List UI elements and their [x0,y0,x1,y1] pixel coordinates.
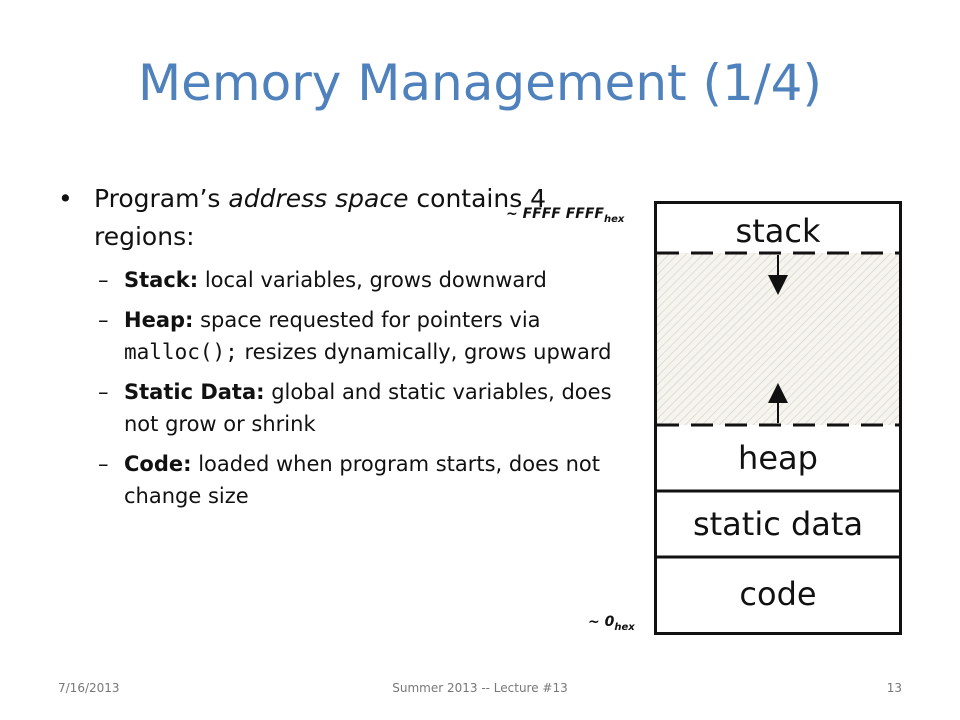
bullet-text-2: contains 4 regions: [94,184,547,251]
heap-label: heap [738,439,818,477]
bullet-text-emphasis: address space [228,184,409,213]
bottom-address-subscript: hex [614,621,635,633]
dash-marker: – [98,268,109,292]
footer-page-number: 13 [886,681,902,695]
sub-bullet-heap: – Heap: space requested for pointers via… [58,304,618,368]
sub-bullet-label: Heap: [124,308,194,332]
dash-marker: – [98,308,109,332]
sub-bullet-text: global and static variables, does not gr… [124,380,612,436]
memory-diagram: stack heap static data code [654,201,902,635]
footer-date: 7/16/2013 [58,681,120,695]
bullet-list: • Program’s address space contains 4 reg… [58,180,618,512]
stack-label: stack [735,212,821,250]
sub-bullet-static-data: – Static Data: global and static variabl… [58,376,618,440]
sub-bullet-stack: – Stack: local variables, grows downward [58,264,618,296]
static-data-label: static data [692,505,864,543]
top-address-label: ~ FFFF FFFFhex [506,206,624,225]
memory-outline [654,201,902,635]
dash-marker: – [98,380,109,404]
sub-bullet-text: loaded when program starts, does not cha… [124,452,601,508]
sub-bullet-label: Static Data: [124,380,265,404]
malloc-code: malloc(); [124,340,238,364]
top-address-subscript: hex [604,213,625,225]
slide-title: Memory Management (1/4) [138,54,822,112]
bullet-address-space: • Program’s address space contains 4 reg… [58,180,618,256]
sub-bullet-text-2: resizes dynamically, grows upward [237,340,612,364]
top-address-text: ~ FFFF FFFF [506,206,604,222]
memory-diagram-graphic [654,201,902,635]
bullet-text-1: Program’s [94,184,229,213]
sub-bullet-label: Code: [124,452,192,476]
bottom-address-text: ~ 0 [588,614,615,630]
footer-course: Summer 2013 -- Lecture #13 [392,681,568,695]
code-label: code [739,575,817,613]
bullet-marker: • [58,184,73,213]
sub-bullet-text: local variables, grows downward [198,268,547,292]
bottom-address-label: ~ 0hex [588,614,635,633]
sub-bullet-label: Stack: [124,268,199,292]
sub-bullet-text-1: space requested for pointers via [193,308,541,332]
sub-bullet-code: – Code: loaded when program starts, does… [58,448,618,512]
dash-marker: – [98,452,109,476]
